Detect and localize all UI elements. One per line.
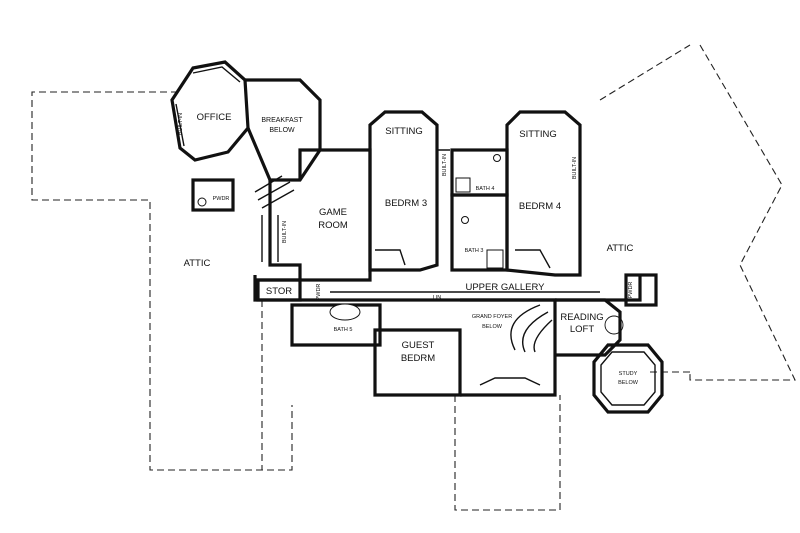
- stor-walls: [256, 278, 302, 302]
- pwdr-right-label: PWDR: [628, 282, 634, 299]
- foyer-stair: [510, 304, 553, 353]
- breakfast-label-1: BREAKFAST: [261, 117, 303, 124]
- study-inner: [600, 351, 656, 406]
- bedrm3-label: BEDRM 3: [385, 198, 427, 209]
- game-room-label-1: GAME: [319, 207, 347, 218]
- bath4-tub: [455, 177, 471, 193]
- guest-bedrm-label-1: GUEST: [402, 340, 435, 351]
- foyer-entry: [479, 377, 541, 386]
- bath5-tub: [329, 303, 361, 321]
- pwdr-mid-label: PWDR: [316, 284, 322, 301]
- bedrm4-inner: [515, 249, 551, 269]
- pwdr-right-walls: [624, 273, 658, 307]
- reading-loft-walls: [555, 298, 622, 357]
- pwdr-left-label: PWDR: [213, 196, 230, 202]
- bath3-tub: [486, 249, 504, 269]
- attic-left-label: ATTIC: [184, 258, 211, 269]
- grand-foyer-label-2: BELOW: [482, 324, 503, 330]
- reading-loft-label-2: LOFT: [570, 324, 594, 335]
- bedrm4-label: BEDRM 4: [519, 201, 561, 212]
- built-in-bedrm4-label: BUILT-IN: [572, 157, 578, 179]
- office-label: OFFICE: [197, 112, 232, 123]
- guest-bedrm-label-2: BEDRM: [401, 353, 435, 364]
- bedrm4-walls: [505, 110, 582, 277]
- stor-label: STOR: [266, 286, 292, 297]
- bath3-sink: [461, 216, 469, 224]
- grand-foyer-label-1: GRAND FOYER: [472, 314, 512, 320]
- reading-loft-spiral: [604, 315, 624, 335]
- built-in-stair-label: BUILT-IN: [282, 221, 288, 243]
- bath3-label: BATH 3: [465, 248, 484, 254]
- study-walls: [592, 343, 664, 414]
- attic-right-label: ATTIC: [607, 243, 634, 254]
- bath4-toilet: [493, 154, 501, 162]
- game-room-walls: [268, 148, 372, 282]
- built-in-office-label: BUILT-IN: [178, 113, 184, 135]
- bedrm3-inner: [375, 149, 450, 266]
- grand-foyer-walls: [460, 298, 557, 397]
- upper-gallery-label: UPPER GALLERY: [465, 282, 545, 293]
- office-walls: [170, 60, 250, 162]
- office-bay-window: [175, 66, 241, 147]
- stair-walls: [254, 175, 295, 262]
- breakfast-label-2: BELOW: [269, 127, 295, 134]
- bedrm3-walls: [368, 110, 439, 272]
- pwdr-left-walls: [191, 178, 235, 212]
- sitting-right-label: SITTING: [519, 129, 556, 140]
- bath4-label: BATH 4: [476, 186, 495, 192]
- reading-loft-label-1: READING: [560, 312, 603, 323]
- bath5-label: BATH 5: [334, 327, 353, 333]
- sitting-left-label: SITTING: [385, 126, 422, 137]
- built-in-bath4-label: BUILT-IN: [442, 154, 448, 176]
- study-label-2: BELOW: [618, 380, 639, 386]
- study-label-1: STUDY: [619, 371, 638, 377]
- attic-outline: [31, 44, 796, 511]
- lin-gallery-label: LIN: [433, 295, 442, 301]
- game-room-label-2: ROOM: [318, 220, 348, 231]
- pwdr-left-toilet: [197, 197, 207, 207]
